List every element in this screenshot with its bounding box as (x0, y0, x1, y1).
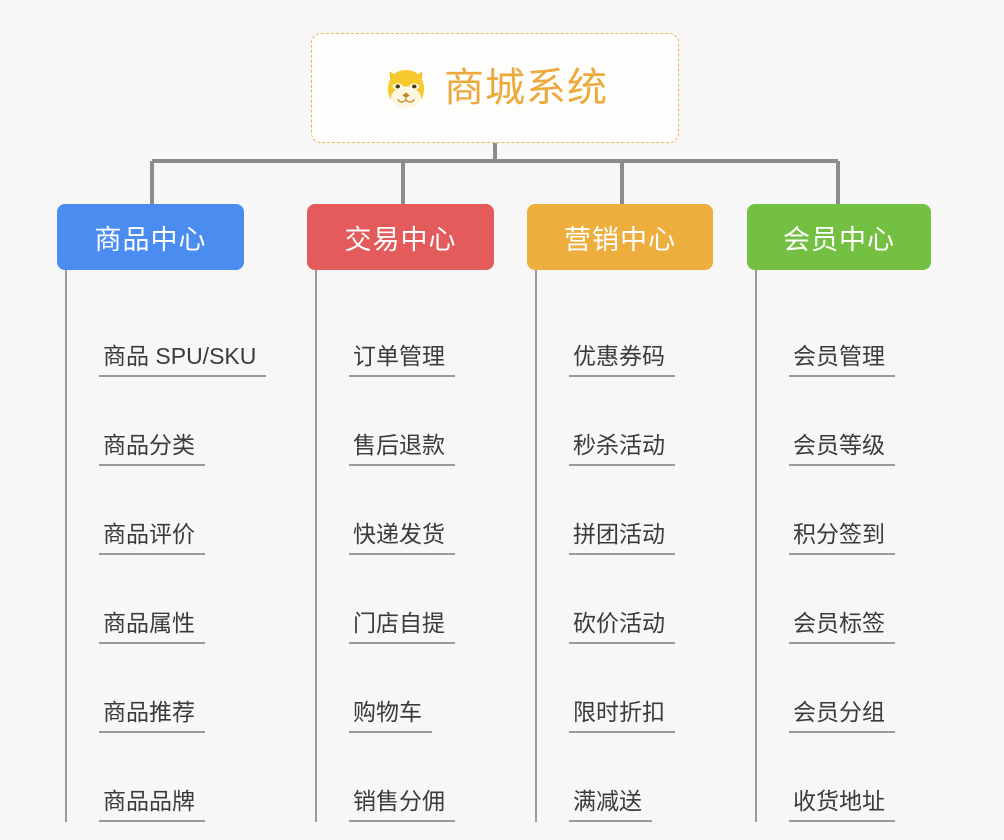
leaf-list-2: 优惠券码 秒杀活动 拼团活动 砍价活动 限时折扣 满减送 (535, 270, 713, 822)
leaf-item[interactable]: 商品评价 (67, 466, 266, 555)
branch-header-label-0: 商品中心 (94, 224, 207, 255)
leaf-item[interactable]: 门店自提 (317, 555, 494, 644)
leaf-label: 快递发货 (349, 521, 455, 555)
leaf-label: 售后退款 (349, 432, 455, 466)
leaf-label: 会员等级 (789, 432, 895, 466)
leaf-item[interactable]: 商品分类 (67, 377, 266, 466)
leaf-item[interactable]: 销售分佣 (317, 733, 494, 822)
leaf-label: 秒杀活动 (569, 432, 675, 466)
root-node[interactable]: 商城系统 (311, 33, 679, 143)
leaf-item[interactable]: 购物车 (317, 644, 494, 733)
leaf-item[interactable]: 商品属性 (67, 555, 266, 644)
leaf-label: 会员分组 (789, 699, 895, 733)
leaf-item[interactable]: 会员分组 (757, 644, 931, 733)
branch-column-1: 交易中心 订单管理 售后退款 快递发货 门店自提 购物车 销售分佣 (307, 204, 494, 822)
leaf-item[interactable]: 快递发货 (317, 466, 494, 555)
leaf-label: 限时折扣 (569, 699, 675, 733)
leaf-item[interactable]: 订单管理 (317, 288, 494, 377)
leaf-item[interactable]: 满减送 (537, 733, 713, 822)
branch-header-label-2: 营销中心 (564, 224, 676, 255)
branch-header-3[interactable]: 会员中心 (747, 204, 931, 270)
leaf-label: 门店自提 (349, 610, 455, 644)
leaf-label: 优惠券码 (569, 343, 675, 377)
branch-header-2[interactable]: 营销中心 (527, 204, 713, 270)
leaf-list-1: 订单管理 售后退款 快递发货 门店自提 购物车 销售分佣 (315, 270, 494, 822)
branch-column-3: 会员中心 会员管理 会员等级 积分签到 会员标签 会员分组 收货地址 (747, 204, 931, 822)
leaf-label: 商品 SPU/SKU (99, 343, 267, 377)
leaf-list-0: 商品 SPU/SKU 商品分类 商品评价 商品属性 商品推荐 商品品牌 (65, 270, 267, 822)
leaf-label: 会员管理 (789, 343, 895, 377)
leaf-item[interactable]: 收货地址 (757, 733, 931, 822)
branch-header-1[interactable]: 交易中心 (307, 204, 494, 270)
branch-column-0: 商品中心 商品 SPU/SKU 商品分类 商品评价 商品属性 商品推荐 商品品牌 (57, 204, 267, 822)
leaf-label: 商品属性 (99, 610, 205, 644)
leaf-item[interactable]: 商品品牌 (67, 733, 266, 822)
leaf-item[interactable]: 拼团活动 (537, 466, 713, 555)
leaf-label: 销售分佣 (349, 788, 455, 822)
leaf-item[interactable]: 秒杀活动 (537, 377, 713, 466)
leaf-label: 积分签到 (789, 521, 895, 555)
leaf-label: 满减送 (569, 788, 652, 822)
leaf-label: 商品分类 (99, 432, 205, 466)
leaf-list-3: 会员管理 会员等级 积分签到 会员标签 会员分组 收货地址 (755, 270, 931, 822)
leaf-item[interactable]: 会员管理 (757, 288, 931, 377)
leaf-label: 收货地址 (789, 788, 895, 822)
leaf-item[interactable]: 会员标签 (757, 555, 931, 644)
branch-header-label-3: 会员中心 (783, 224, 895, 255)
leaf-item[interactable]: 限时折扣 (537, 644, 713, 733)
branch-column-2: 营销中心 优惠券码 秒杀活动 拼团活动 砍价活动 限时折扣 满减送 (527, 204, 713, 822)
leaf-label: 订单管理 (349, 343, 455, 377)
leaf-label: 砍价活动 (569, 610, 675, 644)
leaf-item[interactable]: 商品推荐 (67, 644, 266, 733)
leaf-label: 商品品牌 (99, 788, 205, 822)
leaf-item[interactable]: 会员等级 (757, 377, 931, 466)
leaf-label: 购物车 (349, 699, 432, 733)
leaf-item[interactable]: 商品 SPU/SKU (67, 288, 267, 377)
leaf-label: 商品推荐 (99, 699, 205, 733)
shiba-dog-face-icon (388, 70, 424, 108)
branch-header-label-1: 交易中心 (344, 224, 457, 255)
leaf-item[interactable]: 售后退款 (317, 377, 494, 466)
leaf-label: 商品评价 (99, 521, 205, 555)
leaf-label: 会员标签 (789, 610, 895, 644)
leaf-item[interactable]: 优惠券码 (537, 288, 713, 377)
root-title: 商城系统 (444, 66, 608, 110)
leaf-label: 拼团活动 (569, 521, 675, 555)
leaf-item[interactable]: 积分签到 (757, 466, 931, 555)
branch-header-0[interactable]: 商品中心 (57, 204, 244, 270)
leaf-item[interactable]: 砍价活动 (537, 555, 713, 644)
